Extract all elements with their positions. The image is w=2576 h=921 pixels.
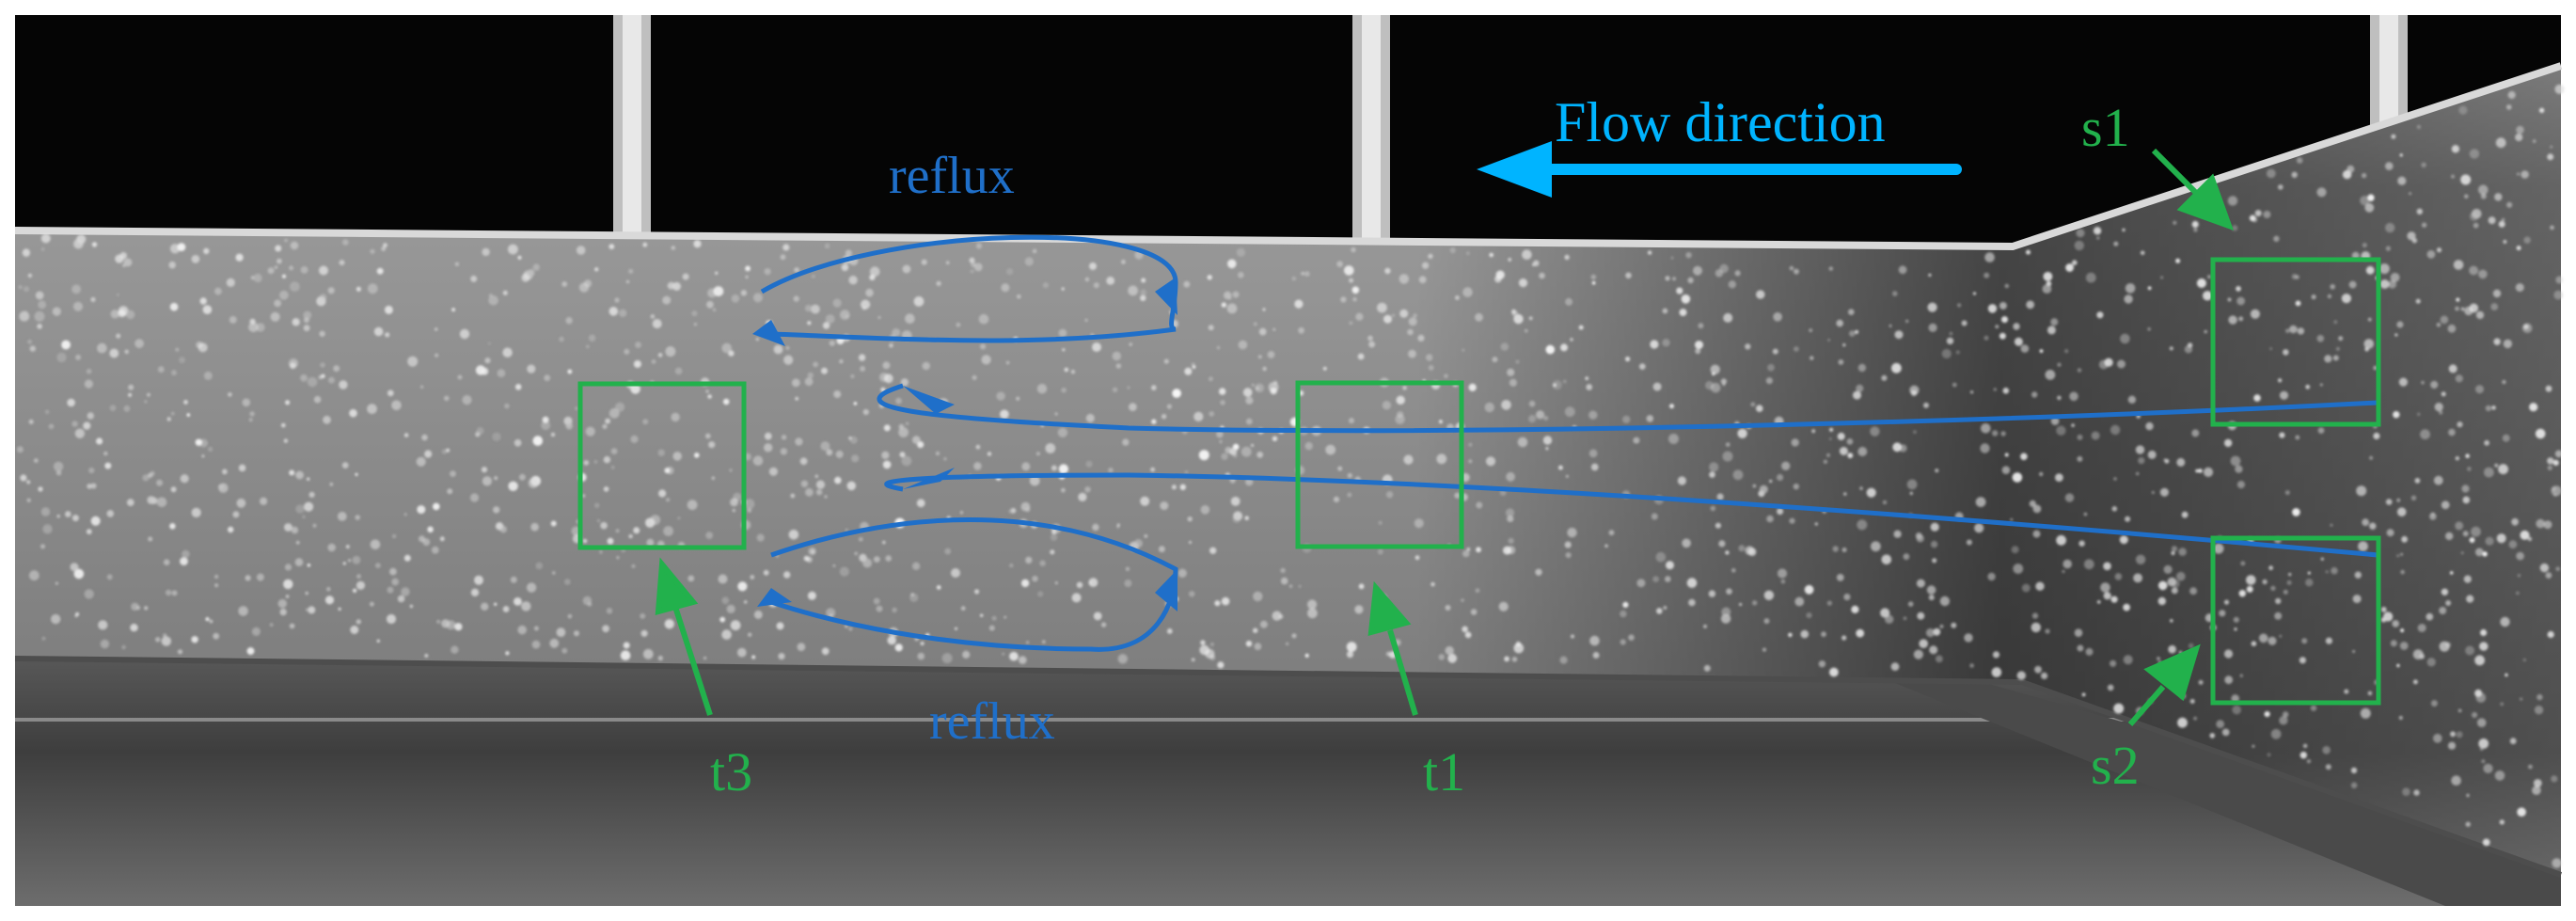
- region-label-s2: s2: [2091, 735, 2140, 796]
- streamline-arrowheads: [752, 278, 1177, 611]
- region-pointers: [655, 148, 2234, 726]
- reflux-loop-bottom: [770, 517, 1178, 652]
- seed-particles: [16, 84, 2565, 868]
- region-box-t1: [1295, 380, 1464, 549]
- region-box-s2: [2210, 535, 2381, 706]
- region-boxes: [577, 257, 2381, 706]
- streamline-lower: [884, 472, 2378, 558]
- region-label-t3: t3: [710, 741, 752, 802]
- flow-direction-label: Flow direction: [1555, 91, 1886, 153]
- region-label-s1: s1: [2081, 97, 2130, 158]
- reflux-label-bottom: reflux: [929, 692, 1055, 751]
- region-box-t3: [577, 381, 747, 550]
- reflux-label-top: reflux: [889, 147, 1015, 205]
- region-box-s1: [2210, 257, 2381, 427]
- region-label-t1: t1: [1423, 741, 1465, 802]
- streamline-upper: [877, 383, 2378, 434]
- flow-direction-arrow: [1477, 141, 1962, 198]
